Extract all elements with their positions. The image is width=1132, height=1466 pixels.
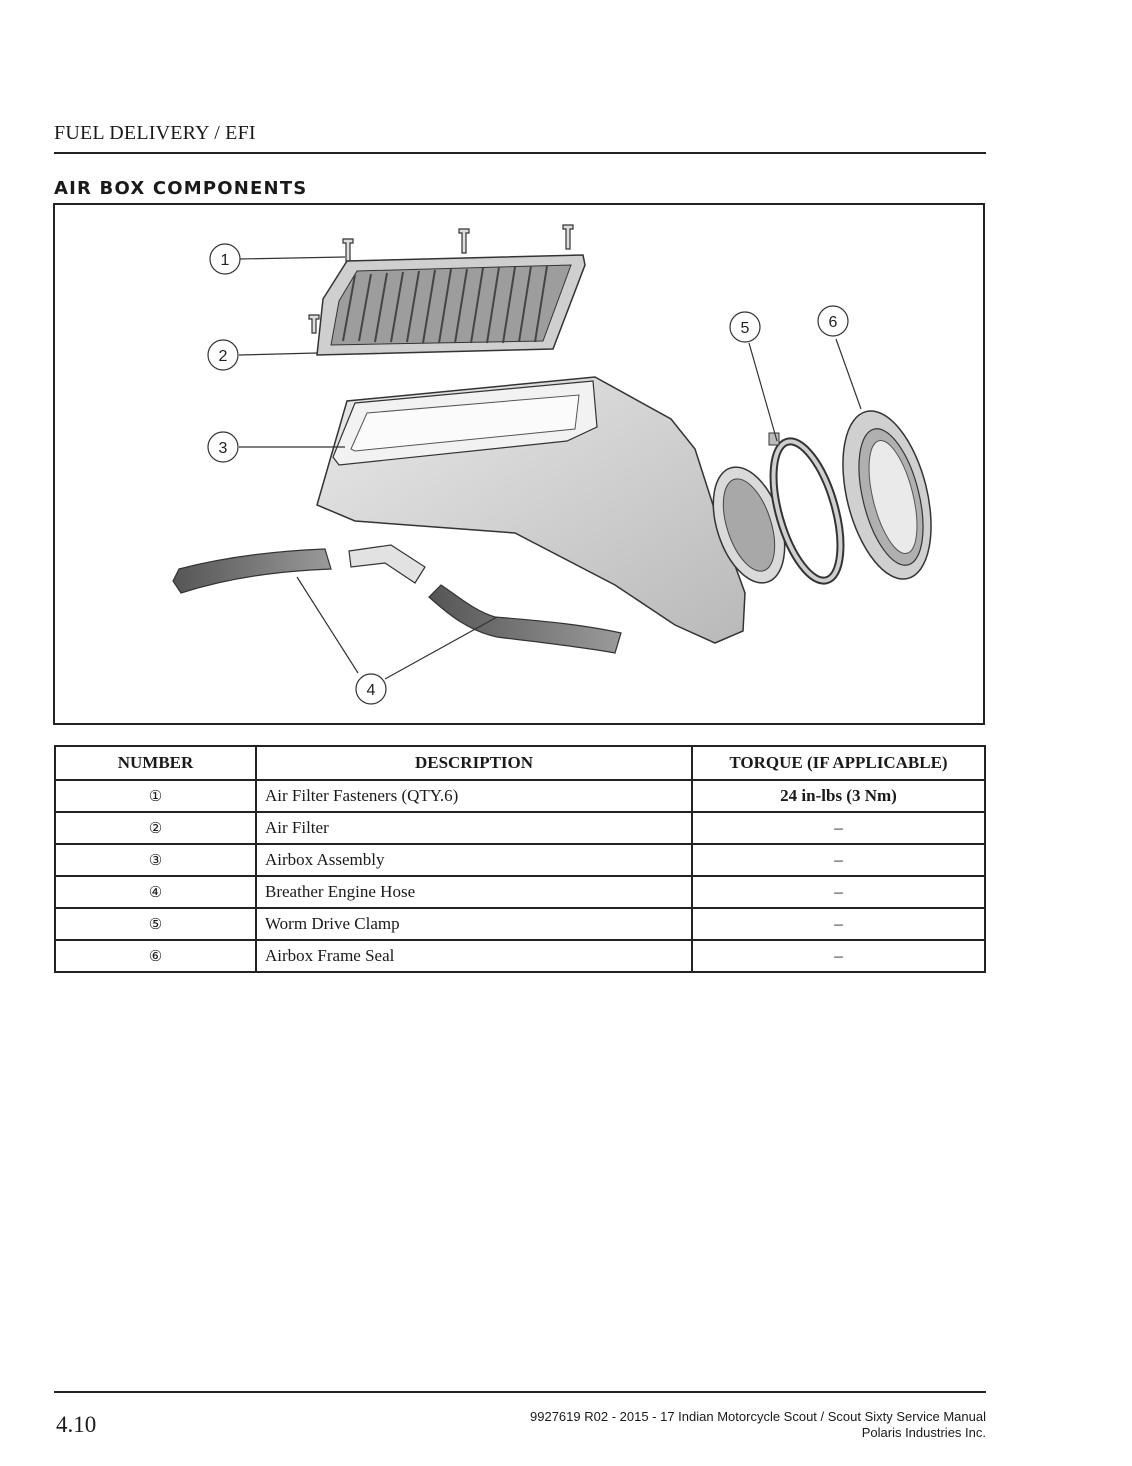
table-row: ③ Airbox Assembly – [54,843,986,877]
callout-5-label: 5 [741,320,750,337]
row-number: ① [54,779,257,813]
row-number: ② [54,811,257,845]
table-row: ② Air Filter – [54,811,986,845]
air-filter-part [316,254,586,356]
table-row: ⑤ Worm Drive Clamp – [54,907,986,941]
row-description: Airbox Frame Seal [255,939,693,973]
row-description: Airbox Assembly [255,843,693,877]
row-description: Breather Engine Hose [255,875,693,909]
exploded-view-figure: 1 2 3 4 5 6 [53,203,985,725]
section-title: FUEL DELIVERY / EFI [54,122,256,144]
page-heading: AIR BOX COMPONENTS [54,178,308,199]
airbox-assembly-part [316,376,786,644]
callout-3: 3 [207,431,239,463]
row-number: ⑤ [54,907,257,941]
callout-5: 5 [729,311,761,343]
row-torque: 24 in-lbs (3 Nm) [691,779,986,813]
table-row: ① Air Filter Fasteners (QTY.6) 24 in-lbs… [54,779,986,813]
row-torque: – [691,939,986,973]
manual-title: 9927619 R02 - 2015 - 17 Indian Motorcycl… [530,1409,986,1424]
row-torque: – [691,843,986,877]
row-number: ⑥ [54,939,257,973]
callout-1-label: 1 [221,252,230,269]
parts-table: NUMBER DESCRIPTION TORQUE (IF APPLICABLE… [54,745,986,973]
row-number: ④ [54,875,257,909]
row-description: Air Filter Fasteners (QTY.6) [255,779,693,813]
row-torque: – [691,907,986,941]
callout-6-label: 6 [829,314,838,331]
header-torque: TORQUE (IF APPLICABLE) [691,745,986,781]
header-number: NUMBER [54,745,257,781]
footer-divider [54,1391,986,1393]
breather-engine-hose-part [172,548,622,654]
callout-3-label: 3 [219,440,228,457]
worm-drive-clamp-part [768,432,845,585]
callout-leader-lines [238,256,862,680]
table-header-row: NUMBER DESCRIPTION TORQUE (IF APPLICABLE… [54,745,986,781]
row-number: ③ [54,843,257,877]
table-row: ④ Breather Engine Hose – [54,875,986,909]
page-number: 4.10 [56,1412,97,1437]
airbox-frame-seal-part [842,410,932,580]
row-torque: – [691,811,986,845]
callout-4: 4 [355,673,387,705]
header-description: DESCRIPTION [255,745,693,781]
row-description: Worm Drive Clamp [255,907,693,941]
row-torque: – [691,875,986,909]
publisher-name: Polaris Industries Inc. [861,1425,986,1440]
table-row: ⑥ Airbox Frame Seal – [54,939,986,973]
callout-2-label: 2 [219,348,228,365]
callout-4-label: 4 [367,682,376,699]
footer-manual-info: 9927619 R02 - 2015 - 17 Indian Motorcycl… [530,1409,986,1441]
callout-2: 2 [207,339,239,371]
air-box-illustration: 1 2 3 4 5 6 [172,224,932,705]
callout-1: 1 [209,243,241,275]
section-header: FUEL DELIVERY / EFI [54,118,986,154]
callout-6: 6 [817,305,849,337]
row-description: Air Filter [255,811,693,845]
